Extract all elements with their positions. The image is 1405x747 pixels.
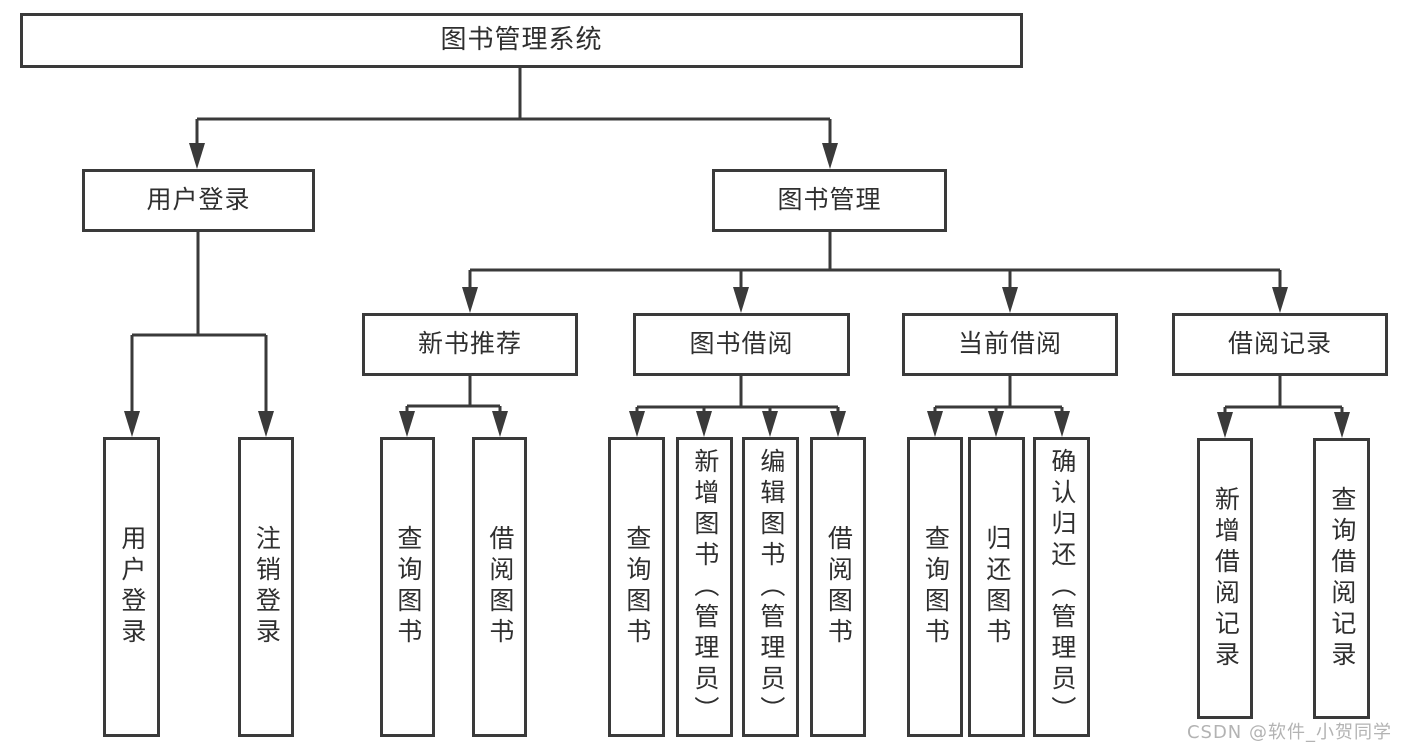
leaf-borrow-books-recommend: 借阅图书	[472, 437, 527, 737]
node-user-login: 用户登录	[82, 169, 315, 232]
leaf-query-books-recommend: 查询图书	[380, 437, 435, 737]
leaf-logout: 注销登录	[238, 437, 294, 737]
leaf-query-borrow-record: 查询借阅记录	[1313, 438, 1370, 719]
node-book-borrowing: 图书借阅	[633, 313, 850, 376]
node-library-management-system: 图书管理系统	[20, 13, 1023, 68]
node-new-book-recommendation: 新书推荐	[362, 313, 578, 376]
leaf-query-books-current: 查询图书	[907, 437, 963, 737]
leaf-borrow-books: 借阅图书	[810, 437, 866, 737]
node-book-management: 图书管理	[712, 169, 947, 232]
leaf-query-books-borrow: 查询图书	[608, 437, 665, 737]
leaf-add-borrow-record: 新增借阅记录	[1197, 438, 1253, 719]
leaf-add-book-admin: 新增图书（管理员）	[676, 437, 733, 737]
leaf-edit-book-admin: 编辑图书（管理员）	[742, 437, 799, 737]
node-current-borrowing: 当前借阅	[902, 313, 1118, 376]
leaf-confirm-return-admin: 确认归还（管理员）	[1033, 437, 1090, 737]
node-borrowing-records: 借阅记录	[1172, 313, 1388, 376]
leaf-return-books: 归还图书	[968, 437, 1025, 737]
csdn-watermark: CSDN @软件_小贺同学	[1186, 722, 1392, 743]
leaf-user-login: 用户登录	[103, 437, 160, 737]
